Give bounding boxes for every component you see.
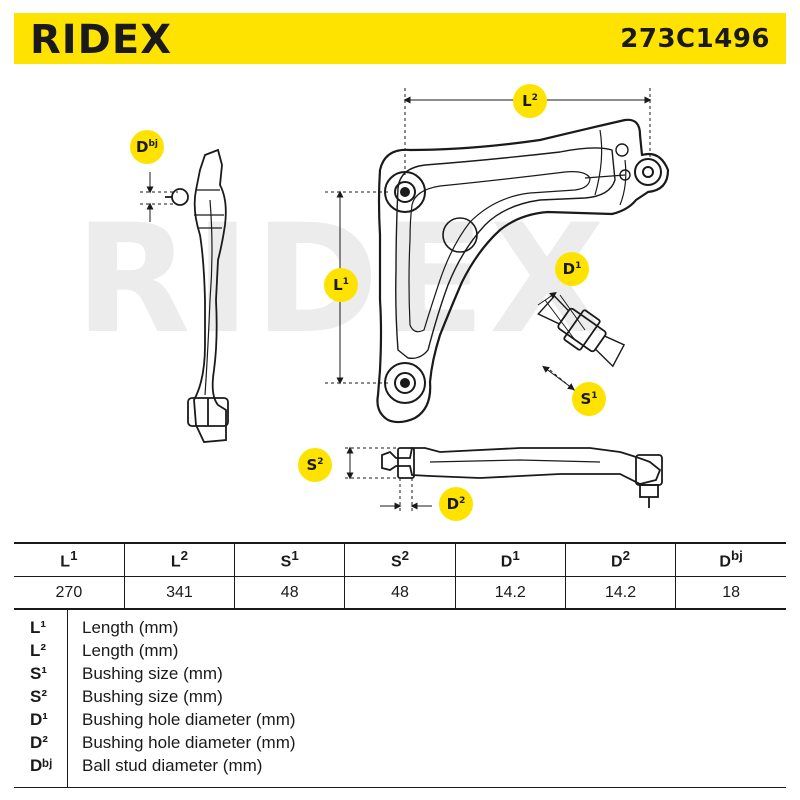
rear-bushing [384, 362, 426, 404]
legend-row-d2: D² Bushing hole diameter (mm) [14, 733, 786, 756]
legend-symbol: D¹ [30, 710, 48, 729]
control-arm-top-view [376, 118, 670, 424]
legend-row-l1: L¹ Length (mm) [14, 618, 786, 641]
legend-row-dbj: Dᵇʲ Ball stud diameter (mm) [14, 756, 786, 779]
badge-d1: D1 [555, 252, 589, 286]
legend-description: Length (mm) [82, 641, 179, 660]
legend-symbol: L² [30, 641, 47, 660]
legend-description: Bushing hole diameter (mm) [82, 733, 296, 752]
spec-header-dbj: Dbj [675, 542, 786, 577]
spec-value-l2: 341 [123, 576, 236, 610]
header-bar: RIDEX 273C1496 [0, 0, 800, 70]
legend-row-s2: S² Bushing size (mm) [14, 687, 786, 710]
front-bushing [384, 171, 426, 213]
spec-header-s1: S1 [234, 542, 346, 577]
legend-description: Length (mm) [82, 618, 179, 637]
legend-symbol: D² [30, 733, 48, 752]
yellow-band [14, 13, 786, 64]
legend-row-s1: S¹ Bushing size (mm) [14, 664, 786, 687]
spec-value-s2: 48 [344, 576, 456, 610]
dimension-d2 [380, 478, 432, 512]
badge-l2: L2 [513, 84, 547, 118]
badge-d2: D2 [439, 487, 473, 521]
badge-dbj: Dbj [130, 130, 164, 164]
spec-value-dbj: 18 [675, 576, 786, 610]
technical-diagram: RIDEX [0, 70, 800, 542]
brand-logo: RIDEX [30, 17, 173, 63]
spec-header-l1: L1 [14, 542, 125, 577]
spec-value-s1: 48 [234, 576, 346, 610]
spec-table: L1 L2 S1 S2 D1 D2 Dbj 270 341 48 48 14.2… [14, 542, 786, 610]
control-arm-side-view [165, 148, 229, 443]
legend-symbol: S² [30, 687, 47, 706]
legend-description: Ball stud diameter (mm) [82, 756, 263, 775]
spec-value-row: 270 341 48 48 14.2 14.2 18 [14, 576, 786, 610]
legend-symbol: L¹ [30, 618, 47, 637]
spec-header-s2: S2 [344, 542, 456, 577]
control-arm-drawing [140, 88, 670, 512]
dimension-d1-s1 [537, 292, 586, 396]
legend-description: Bushing hole diameter (mm) [82, 710, 296, 729]
badge-s1: S1 [572, 382, 606, 416]
legend-symbol: S¹ [30, 664, 47, 683]
spec-value-d2: 14.2 [564, 576, 677, 610]
dimension-dbj [140, 172, 178, 222]
spec-value-d1: 14.2 [454, 576, 566, 610]
spec-value-l1: 270 [14, 576, 125, 610]
spec-header-d2: D2 [564, 542, 677, 577]
spec-header-row: L1 L2 S1 S2 D1 D2 Dbj [14, 542, 786, 577]
control-arm-bottom-view [381, 447, 663, 508]
badge-l1: L1 [324, 268, 358, 302]
legend-description: Bushing size (mm) [82, 664, 223, 683]
legend-description: Bushing size (mm) [82, 687, 223, 706]
dimension-s2 [345, 446, 398, 480]
badge-s2: S2 [298, 448, 332, 482]
legend-symbol: Dᵇʲ [30, 756, 53, 775]
ball-joint-top [634, 158, 662, 186]
spec-header-l2: L2 [123, 542, 236, 577]
bushing-detail-s1 [537, 295, 626, 368]
legend-row-l2: L² Length (mm) [14, 641, 786, 664]
legend: L¹ Length (mm) L² Length (mm) S¹ Bushing… [14, 608, 786, 788]
spec-header-d1: D1 [454, 542, 566, 577]
legend-row-d1: D¹ Bushing hole diameter (mm) [14, 710, 786, 733]
part-number: 273C1496 [620, 24, 770, 54]
legend-divider [67, 609, 68, 787]
